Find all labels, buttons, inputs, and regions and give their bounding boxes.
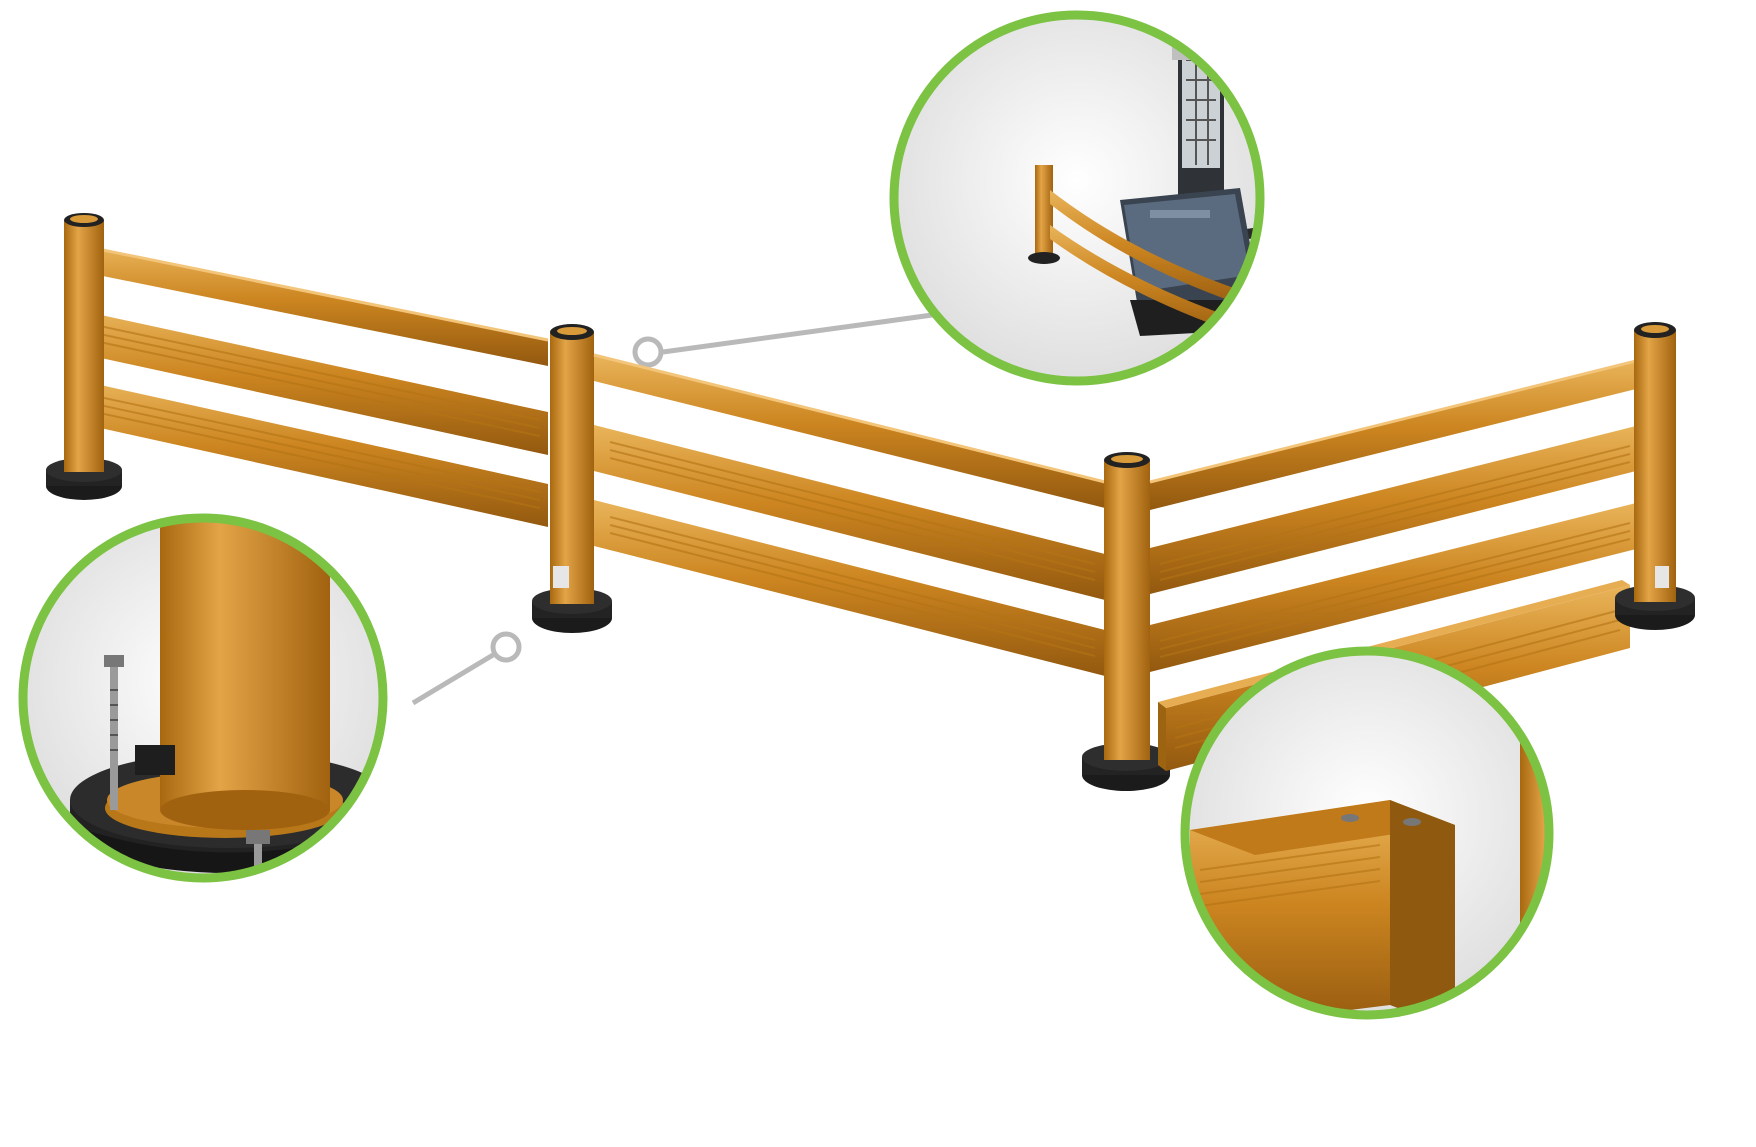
rail-right-middle <box>1150 425 1640 594</box>
rail-middle-middle <box>594 425 1105 600</box>
rail-middle-bottom <box>594 500 1105 676</box>
callout-forklift-impact <box>889 10 1265 386</box>
anchor-bolt-left <box>104 655 124 810</box>
rail-right-bottom <box>1150 502 1640 672</box>
post-1 <box>46 213 122 500</box>
post-3 <box>1082 452 1170 791</box>
rail-left-middle <box>78 310 548 455</box>
fence-left-section <box>46 213 612 633</box>
post-2 <box>532 324 612 633</box>
rail-left-bottom <box>78 380 548 527</box>
rail-right-top <box>1149 358 1641 510</box>
anchor-bolt-right <box>246 830 270 878</box>
callout-kerb-rail <box>1180 646 1554 1020</box>
callout-anchor-base <box>18 513 388 883</box>
rail-middle-top <box>593 353 1106 508</box>
fence-middle-section <box>593 353 1170 791</box>
post-4 <box>1615 322 1695 630</box>
rail-left-top <box>77 243 549 366</box>
